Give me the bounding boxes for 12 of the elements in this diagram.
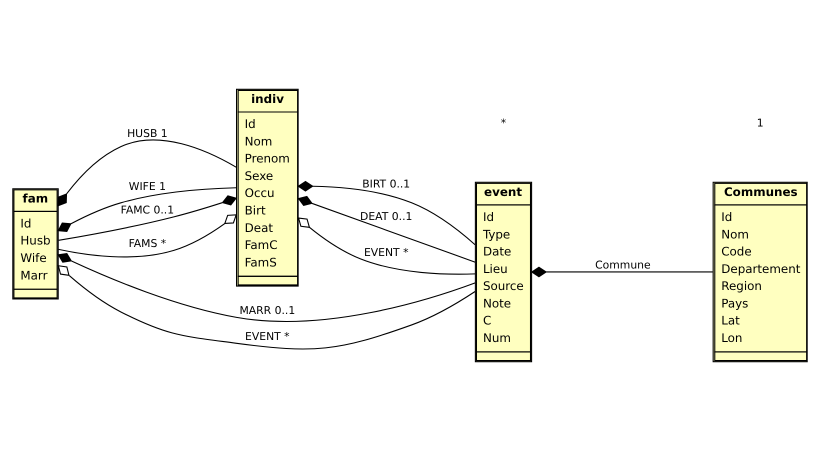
edge-label: EVENT * <box>364 245 408 258</box>
edge-label: WIFE 1 <box>128 179 166 192</box>
edge-label: FAMC 0..1 <box>120 203 174 216</box>
edge-label: MARR 0..1 <box>239 304 296 317</box>
edge-label: FAMS * <box>128 236 166 250</box>
edge-label: DEAT 0..1 <box>360 210 412 223</box>
label: 1 <box>756 116 764 130</box>
edge-label: Commune <box>595 258 651 272</box>
label: * <box>500 116 506 130</box>
edge-label: EVENT * <box>245 330 290 343</box>
edge-label: HUSB 1 <box>127 126 168 140</box>
edge-label: BIRT 0..1 <box>362 177 410 190</box>
